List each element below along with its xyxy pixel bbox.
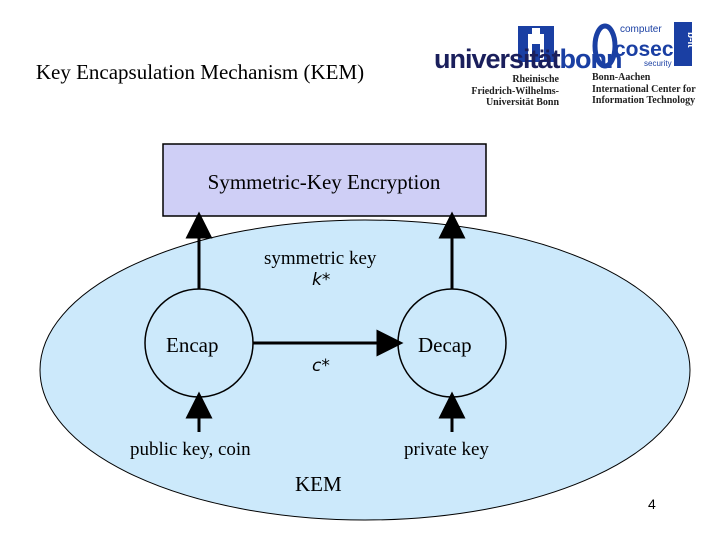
- symmetric-key-var: k*: [312, 270, 331, 290]
- uni-sub-line1: Rheinische: [512, 74, 559, 85]
- decap-label: Decap: [418, 333, 472, 357]
- bit-sub-line3: Information Technology: [592, 95, 696, 106]
- computer-text: computer: [620, 24, 662, 35]
- ciphertext-label: c*: [312, 356, 330, 376]
- kem-label: KEM: [295, 472, 342, 496]
- bit-logo: cosec computer security b-it Bonn-Aachen…: [592, 20, 702, 110]
- uni-sub-line3: Universität Bonn: [485, 97, 559, 108]
- uni-word: universität: [434, 44, 561, 74]
- cosec-bit-logo-icon: cosec computer security b-it: [592, 22, 694, 69]
- uni-bonn-seal-icon: [518, 26, 554, 62]
- bit-sub-line1: Bonn-Aachen: [592, 72, 651, 83]
- cosec-text: cosec: [614, 38, 674, 61]
- symmetric-key-label: symmetric key: [264, 248, 377, 269]
- bit-subtitle: Bonn-Aachen International Center for Inf…: [592, 72, 704, 107]
- slide-title: Key Encapsulation Mechanism (KEM): [35, 60, 365, 84]
- security-text: security: [644, 59, 672, 68]
- page-number: 4: [648, 496, 656, 512]
- uni-bonn-subtitle: Rheinische Friedrich-Wilhelms- Universit…: [429, 74, 559, 109]
- uni-sub-line2: Friedrich-Wilhelms-: [471, 85, 559, 97]
- bit-sub-line2: International Center for: [592, 83, 696, 95]
- encap-label: Encap: [166, 333, 219, 357]
- bit-side-text: b-it: [685, 32, 694, 48]
- private-key-label: private key: [404, 439, 489, 460]
- public-key-coin-label: public key, coin: [130, 439, 251, 460]
- symmetric-key-encryption-label: Symmetric-Key Encryption: [207, 170, 441, 194]
- symmetric-key-encryption-box: [162, 143, 487, 217]
